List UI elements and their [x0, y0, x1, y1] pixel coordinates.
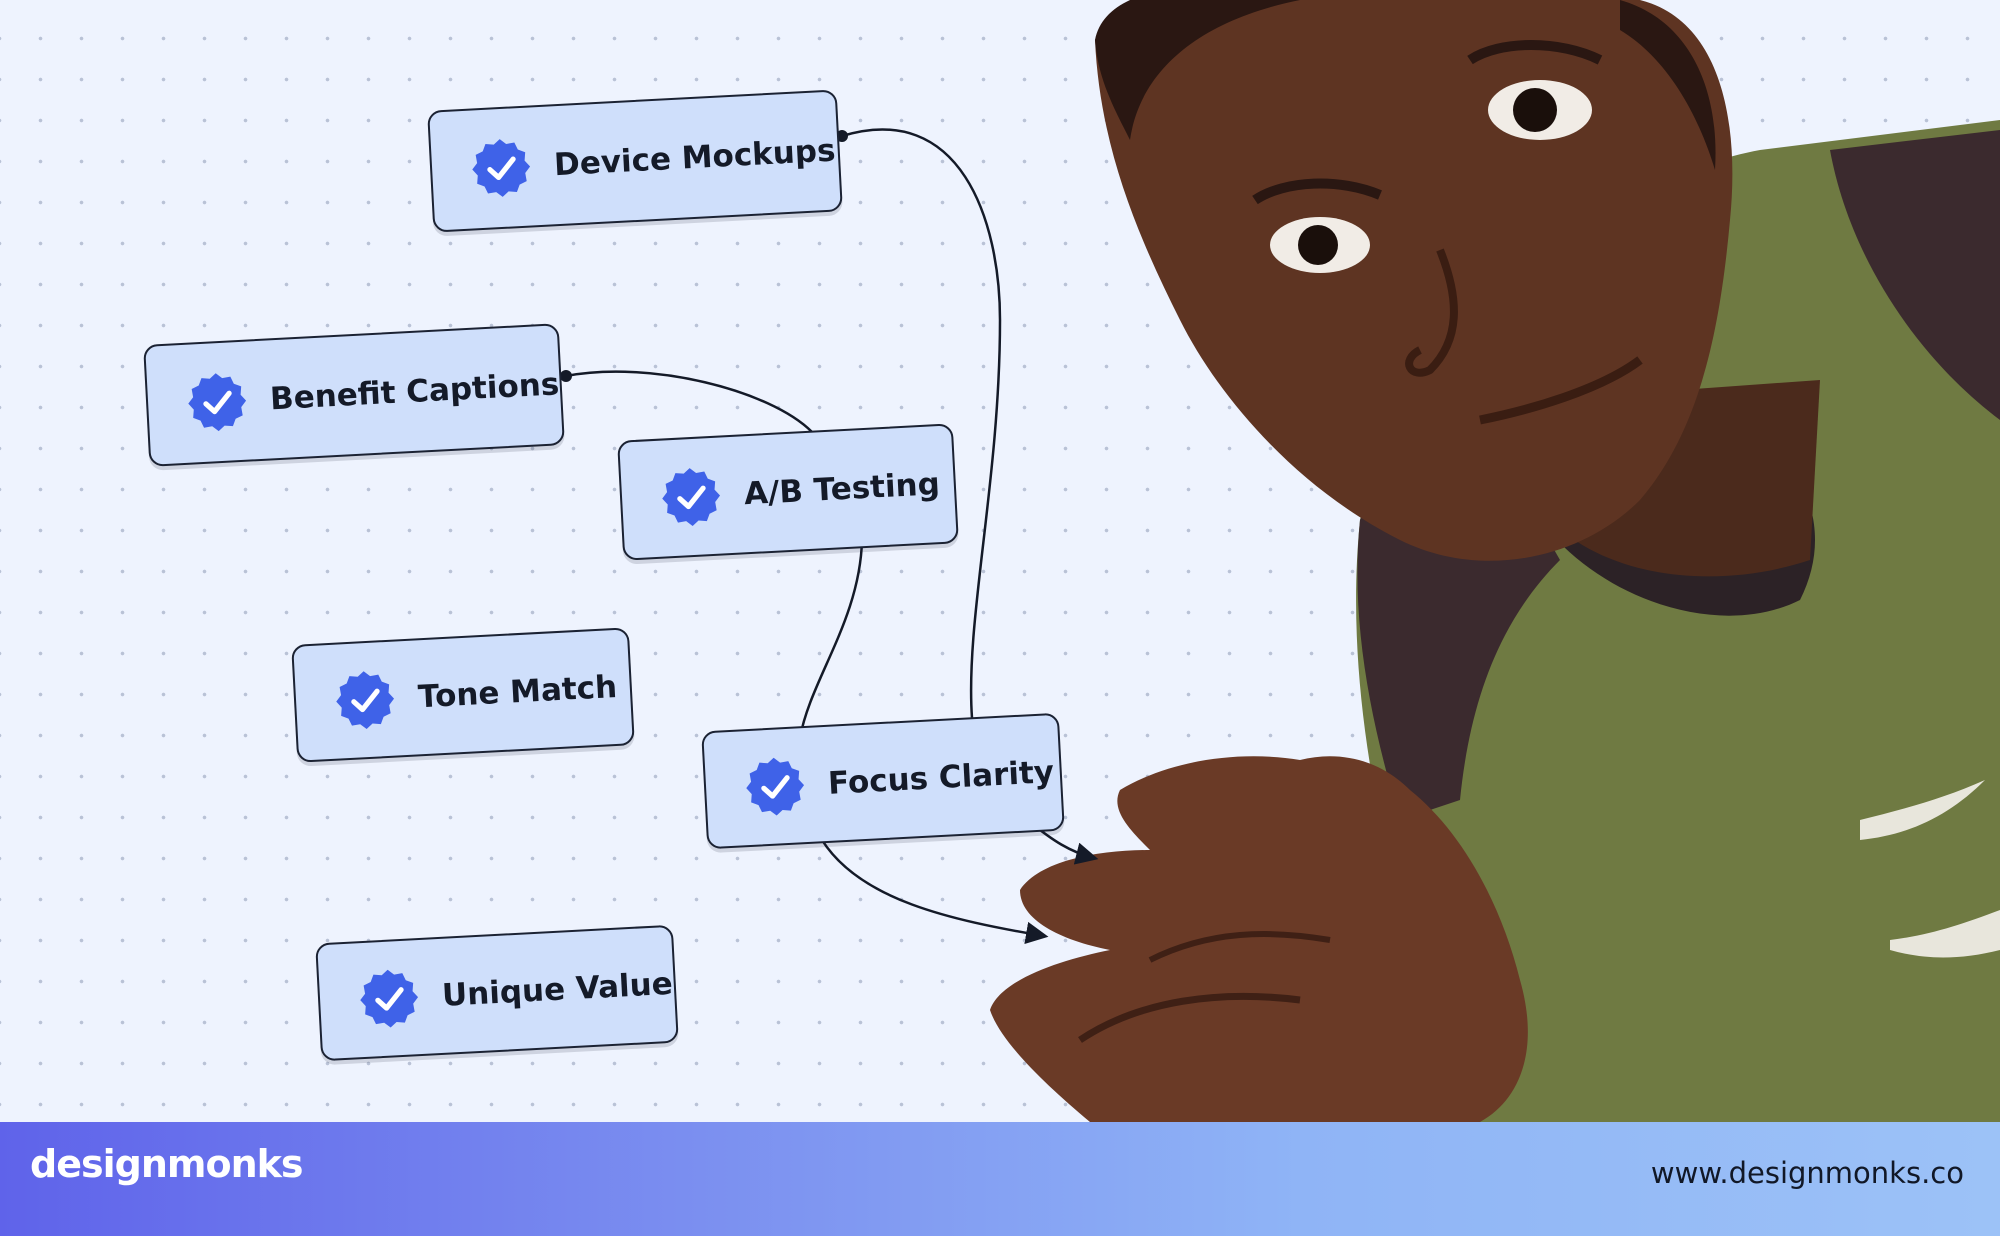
- verified-badge-icon: [472, 139, 531, 197]
- tag-tone-match: Tone Match: [291, 627, 635, 763]
- tag-unique-value: Unique Value: [315, 924, 679, 1062]
- tag-label: Focus Clarity: [827, 754, 1055, 802]
- verified-badge-icon: [188, 373, 247, 432]
- tag-label: A/B Testing: [743, 466, 941, 513]
- connector-focus-arrow-down: [820, 839, 1049, 945]
- tag-ab-testing: A/B Testing: [617, 423, 959, 561]
- verified-badge-icon: [336, 671, 395, 730]
- tag-label: Tone Match: [417, 668, 618, 716]
- tag-focus-clarity: Focus Clarity: [701, 712, 1065, 850]
- verified-badge-icon: [746, 757, 805, 816]
- verified-badge-icon: [662, 468, 721, 526]
- connector-device-to-focus: [841, 128, 1002, 719]
- footer-bar: designmonks www.designmonks.co: [0, 1122, 2000, 1236]
- tag-benefit-captions: Benefit Captions: [143, 323, 565, 467]
- verified-badge-icon: [360, 969, 419, 1028]
- person-photo: [990, 0, 2000, 1122]
- tag-label: Unique Value: [441, 965, 674, 1014]
- connector-benefit-to-ab: [565, 370, 813, 433]
- website-url[interactable]: www.designmonks.co: [1650, 1156, 1964, 1190]
- tag-label: Benefit Captions: [269, 366, 561, 418]
- connector-lines: [560, 128, 1099, 945]
- brand-logo[interactable]: designmonks: [30, 1142, 304, 1186]
- canvas: Device Mockups Benefit Captions A/B Test…: [0, 0, 2000, 1122]
- tag-label: Device Mockups: [553, 132, 837, 184]
- connector-ab-to-focus: [798, 539, 864, 739]
- tag-device-mockups: Device Mockups: [427, 89, 843, 233]
